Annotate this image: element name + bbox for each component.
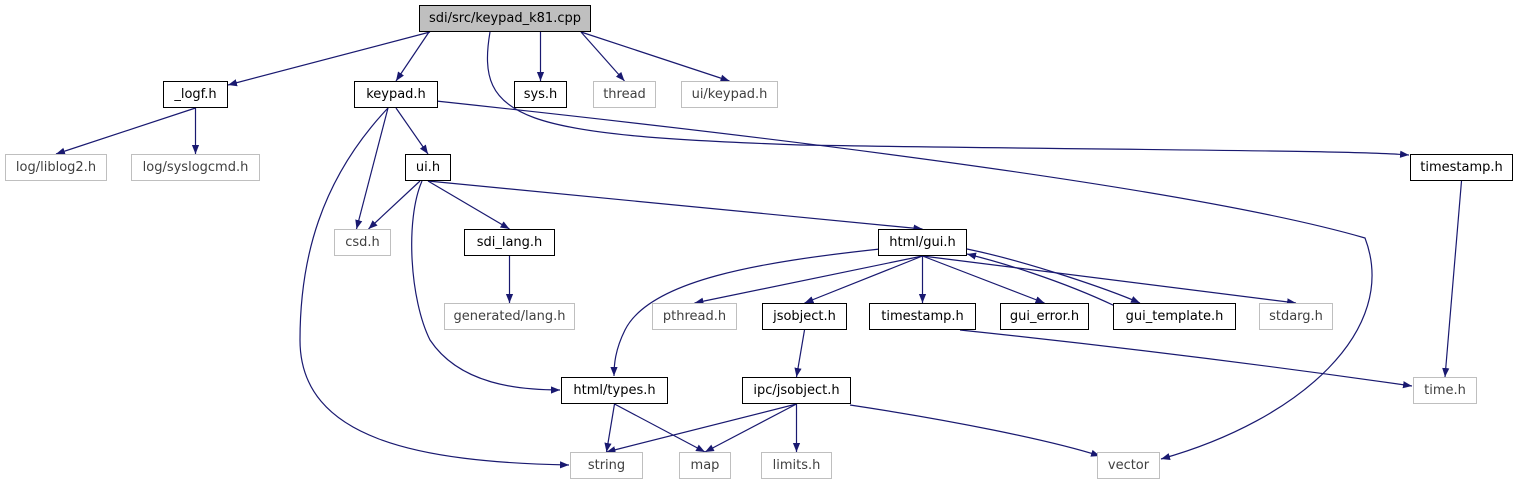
edge-htmlgui-to-pthread <box>694 255 923 305</box>
node-syslogcmd[interactable]: log/syslogcmd.h <box>131 154 260 181</box>
edge-logf-to-liblog2 <box>55 107 196 155</box>
node-sys[interactable]: sys.h <box>514 81 567 108</box>
node-csd[interactable]: csd.h <box>334 229 391 256</box>
edge-uih-to-htmlgui <box>427 180 923 232</box>
edge-root-to-logf <box>227 31 431 87</box>
edge-htmlgui-to-stdarg <box>922 255 1297 306</box>
edge-guitemplate-to-htmlgui <box>966 252 1116 307</box>
node-thread[interactable]: thread <box>593 81 656 108</box>
edge-timestamp2-to-timeh <box>959 329 1413 389</box>
node-sdilang[interactable]: sdi_lang.h <box>464 229 555 256</box>
edge-keypad-to-uih <box>395 107 429 155</box>
edge-root-to-timestamp1 <box>486 31 1410 158</box>
edge-htmlgui-to-guitemplate <box>966 248 1141 304</box>
node-limits[interactable]: limits.h <box>761 452 832 479</box>
edge-uih-to-sdilang <box>427 180 510 230</box>
node-pthread[interactable]: pthread.h <box>652 303 737 330</box>
edge-ipcjsobject-to-map <box>704 403 797 453</box>
edge-keypad-to-string <box>299 107 570 469</box>
node-uikeypad[interactable]: ui/keypad.h <box>681 81 778 108</box>
node-root[interactable]: sdi/src/keypad_k81.cpp <box>419 5 591 32</box>
edge-root-to-uikeypad <box>580 31 730 82</box>
node-string[interactable]: string <box>570 452 643 479</box>
node-logf[interactable]: _logf.h <box>163 81 228 108</box>
edge-root-to-keypad <box>395 31 430 82</box>
node-vector[interactable]: vector <box>1097 452 1160 479</box>
edge-htmlgui-to-htmltypes <box>610 248 881 377</box>
edges-layer <box>55 31 1463 469</box>
node-timestamp2[interactable]: timestamp.h <box>869 303 976 330</box>
edge-jsobject-to-ipcjsobject <box>794 329 806 378</box>
edge-uih-to-htmltypes <box>411 180 561 394</box>
edge-keypad-to-csd <box>355 107 389 230</box>
edge-ipcjsobject-to-vector <box>849 404 1101 457</box>
edge-htmlgui-to-jsobject <box>804 255 923 304</box>
node-stdarg[interactable]: stdarg.h <box>1259 303 1333 330</box>
edge-htmltypes-to-string <box>604 403 616 453</box>
node-htmltypes[interactable]: html/types.h <box>561 377 668 404</box>
edge-root-to-thread <box>580 31 625 82</box>
node-liblog2[interactable]: log/liblog2.h <box>5 154 107 181</box>
node-genlang[interactable]: generated/lang.h <box>444 303 575 330</box>
node-uih[interactable]: ui.h <box>405 154 451 181</box>
edge-timestamp1-to-timeh <box>1442 180 1463 378</box>
node-guitemplate[interactable]: gui_template.h <box>1113 303 1236 330</box>
edge-uih-to-csd <box>368 180 421 230</box>
node-keypad[interactable]: keypad.h <box>354 81 438 108</box>
edge-ipcjsobject-to-string <box>606 403 797 454</box>
edge-htmlgui-to-guierror <box>922 255 1045 304</box>
node-timeh[interactable]: time.h <box>1413 377 1477 404</box>
node-jsobject[interactable]: jsobject.h <box>762 303 847 330</box>
node-guierror[interactable]: gui_error.h <box>1000 303 1089 330</box>
node-ipcjsobject[interactable]: ipc/jsobject.h <box>742 377 851 404</box>
node-htmlgui[interactable]: html/gui.h <box>878 229 967 256</box>
node-map[interactable]: map <box>679 452 731 479</box>
edge-htmltypes-to-map <box>614 403 706 453</box>
node-timestamp1[interactable]: timestamp.h <box>1410 154 1513 181</box>
edge-keypad-to-vector <box>435 100 1373 461</box>
